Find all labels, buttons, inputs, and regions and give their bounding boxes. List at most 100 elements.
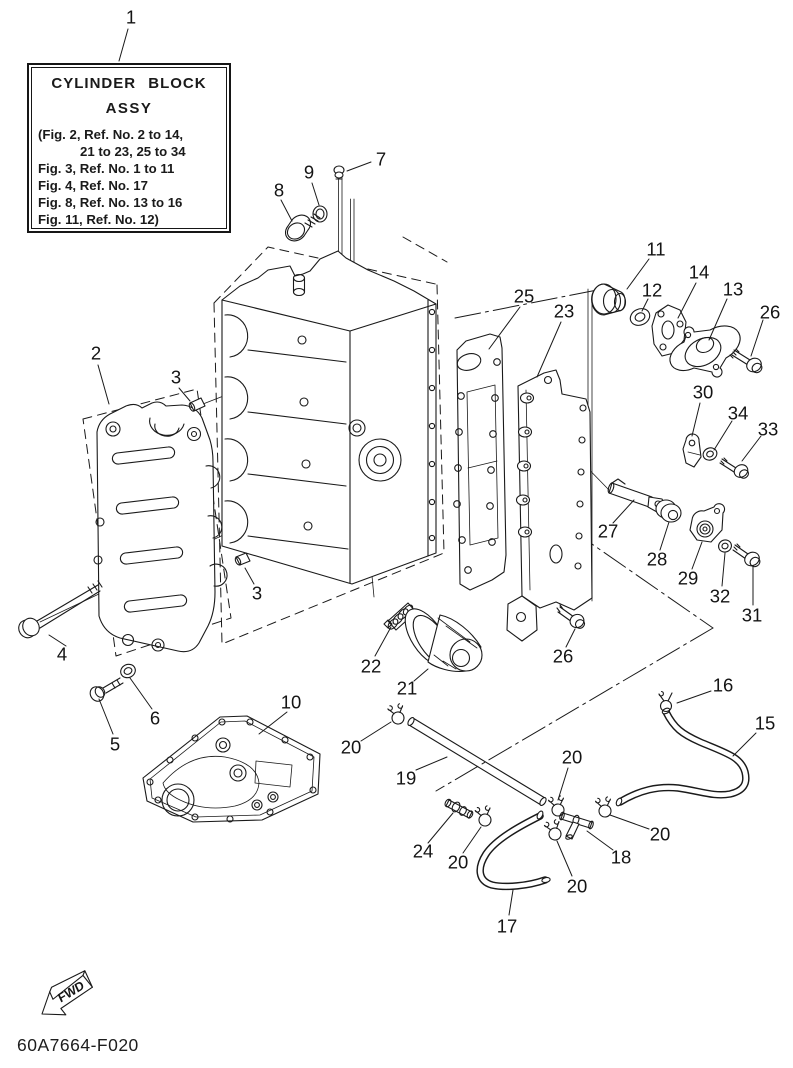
- cover-bosses: [515, 392, 535, 538]
- callout-32-37: 32: [710, 586, 731, 607]
- leader-line-10-10: [258, 711, 288, 735]
- ref-line: (Fig. 2, Ref. No. 2 to 14,: [38, 127, 184, 142]
- leader-line-4-4: [48, 634, 67, 647]
- callout-10-10: 10: [281, 692, 302, 713]
- filter-nipple: [383, 602, 417, 631]
- callout-28-33: 28: [647, 549, 668, 570]
- ref-line: 21 to 23, 25 to 34: [80, 144, 186, 159]
- callout-26-30: 26: [760, 302, 781, 323]
- leader-line-5-5: [98, 698, 114, 735]
- callout-9-9: 9: [304, 162, 314, 183]
- callout-25-29: 25: [514, 286, 535, 307]
- leader-line-17-17: [508, 889, 514, 916]
- callout-4-4: 4: [57, 644, 67, 665]
- leader-line-8-8: [280, 199, 293, 222]
- leader-line-29-34: [691, 541, 703, 570]
- callout-20-20: 20: [341, 737, 362, 758]
- leader-line-20-23: [462, 826, 482, 854]
- oil-filter: [404, 608, 483, 672]
- hose-clamp: [474, 804, 494, 828]
- leader-line-13-13: [708, 298, 728, 341]
- leader-line-33-38: [741, 435, 762, 462]
- exhaust-cover-part: [506, 369, 593, 642]
- callout-11-11: 11: [646, 239, 665, 260]
- callout-27-32: 27: [598, 521, 619, 542]
- callout-22-26: 22: [361, 656, 382, 677]
- callout-7-7: 7: [376, 149, 386, 170]
- thermostat-gasket-part: [651, 304, 687, 357]
- bolt-26-upper-part: [729, 348, 763, 374]
- callout-33-38: 33: [758, 419, 779, 440]
- leader-line-16-16: [676, 690, 712, 704]
- callout-3-2: 3: [171, 367, 181, 388]
- leader-line-27-32: [612, 499, 635, 524]
- fwd-arrow: FWD: [41, 970, 93, 1016]
- leader-line-18-18: [586, 830, 614, 851]
- callout-31-36: 31: [742, 605, 763, 626]
- plug-washer-bolt-parts: [284, 165, 345, 242]
- leader-line-26-30: [750, 319, 764, 357]
- assembly-subtitle: ASSY: [105, 100, 153, 117]
- leader-line-23-27: [536, 321, 562, 378]
- callout-21-25: 21: [397, 678, 418, 699]
- callout-17-17: 17: [497, 916, 518, 937]
- callout-12-12: 12: [642, 280, 663, 301]
- oil-hose-straight: [407, 717, 547, 806]
- crankcase-part: [93, 401, 228, 653]
- callout-5-5: 5: [110, 734, 120, 755]
- callout-1-0: 1: [126, 7, 136, 28]
- callout-26-31: 26: [553, 646, 574, 667]
- breather-hose-loop: [476, 810, 551, 891]
- assembly-title: CYLINDER BLOCK: [51, 75, 207, 92]
- leader-line-28-33: [659, 521, 670, 551]
- callout-18-18: 18: [611, 847, 632, 868]
- tee-fitting: [559, 811, 594, 840]
- leader-line-21-25: [413, 668, 429, 682]
- leader-line-32-37: [721, 552, 726, 587]
- dowel-pin-parts: [188, 397, 251, 566]
- leader-layer: [48, 28, 764, 916]
- anode-bracket-parts: [682, 433, 750, 479]
- callout-34-39: 34: [728, 403, 749, 424]
- callout-6-6: 6: [150, 708, 160, 729]
- callout-2-1: 2: [91, 343, 101, 364]
- leader-line-3-2: [178, 387, 191, 402]
- ref-line: Fig. 8, Ref. No. 13 to 16: [38, 195, 183, 210]
- callout-13-13: 13: [723, 279, 744, 300]
- title-box: CYLINDER BLOCK ASSY (Fig. 2, Ref. No. 2 …: [27, 63, 231, 233]
- thermostat-cover-part: [669, 325, 741, 378]
- leader-line-14-14: [677, 282, 697, 319]
- title-box-inner: CYLINDER BLOCK ASSY (Fig. 2, Ref. No. 2 …: [31, 67, 227, 229]
- hose-assembly: [386, 690, 750, 891]
- leader-line-26-31: [565, 628, 576, 648]
- callout-8-8: 8: [274, 180, 284, 201]
- hose-clamp: [547, 795, 567, 818]
- callout-30-35: 30: [693, 382, 714, 403]
- barb-fitting: [444, 798, 474, 819]
- breather-hose-long: [615, 707, 750, 807]
- leader-line-25-29: [488, 306, 521, 350]
- callout-3-3: 3: [252, 583, 262, 604]
- ref-line: Fig. 4, Ref. No. 17: [38, 178, 148, 193]
- callout-23-27: 23: [554, 301, 575, 322]
- leader-line-34-39: [713, 420, 733, 451]
- leader-line-20-21: [557, 767, 569, 801]
- callout-20-24: 20: [567, 876, 588, 897]
- leader-line-20-22: [609, 814, 650, 830]
- leader-line-15-15: [732, 732, 757, 757]
- leader-line-24-28: [427, 812, 454, 844]
- leader-line-6-6: [129, 677, 153, 710]
- leader-line-30-35: [691, 402, 701, 437]
- callout-16-16: 16: [713, 675, 734, 696]
- leader-line-20-20: [360, 721, 392, 742]
- hose-clamp: [543, 818, 564, 843]
- leader-line-22-26: [374, 626, 392, 657]
- figure-part-code: 60A7664-F020: [17, 1035, 139, 1055]
- callout-19-19: 19: [396, 768, 417, 789]
- ref-line: Fig. 11, Ref. No. 12): [38, 212, 159, 227]
- callout-20-23: 20: [448, 852, 469, 873]
- leader-line-12-12: [641, 298, 649, 312]
